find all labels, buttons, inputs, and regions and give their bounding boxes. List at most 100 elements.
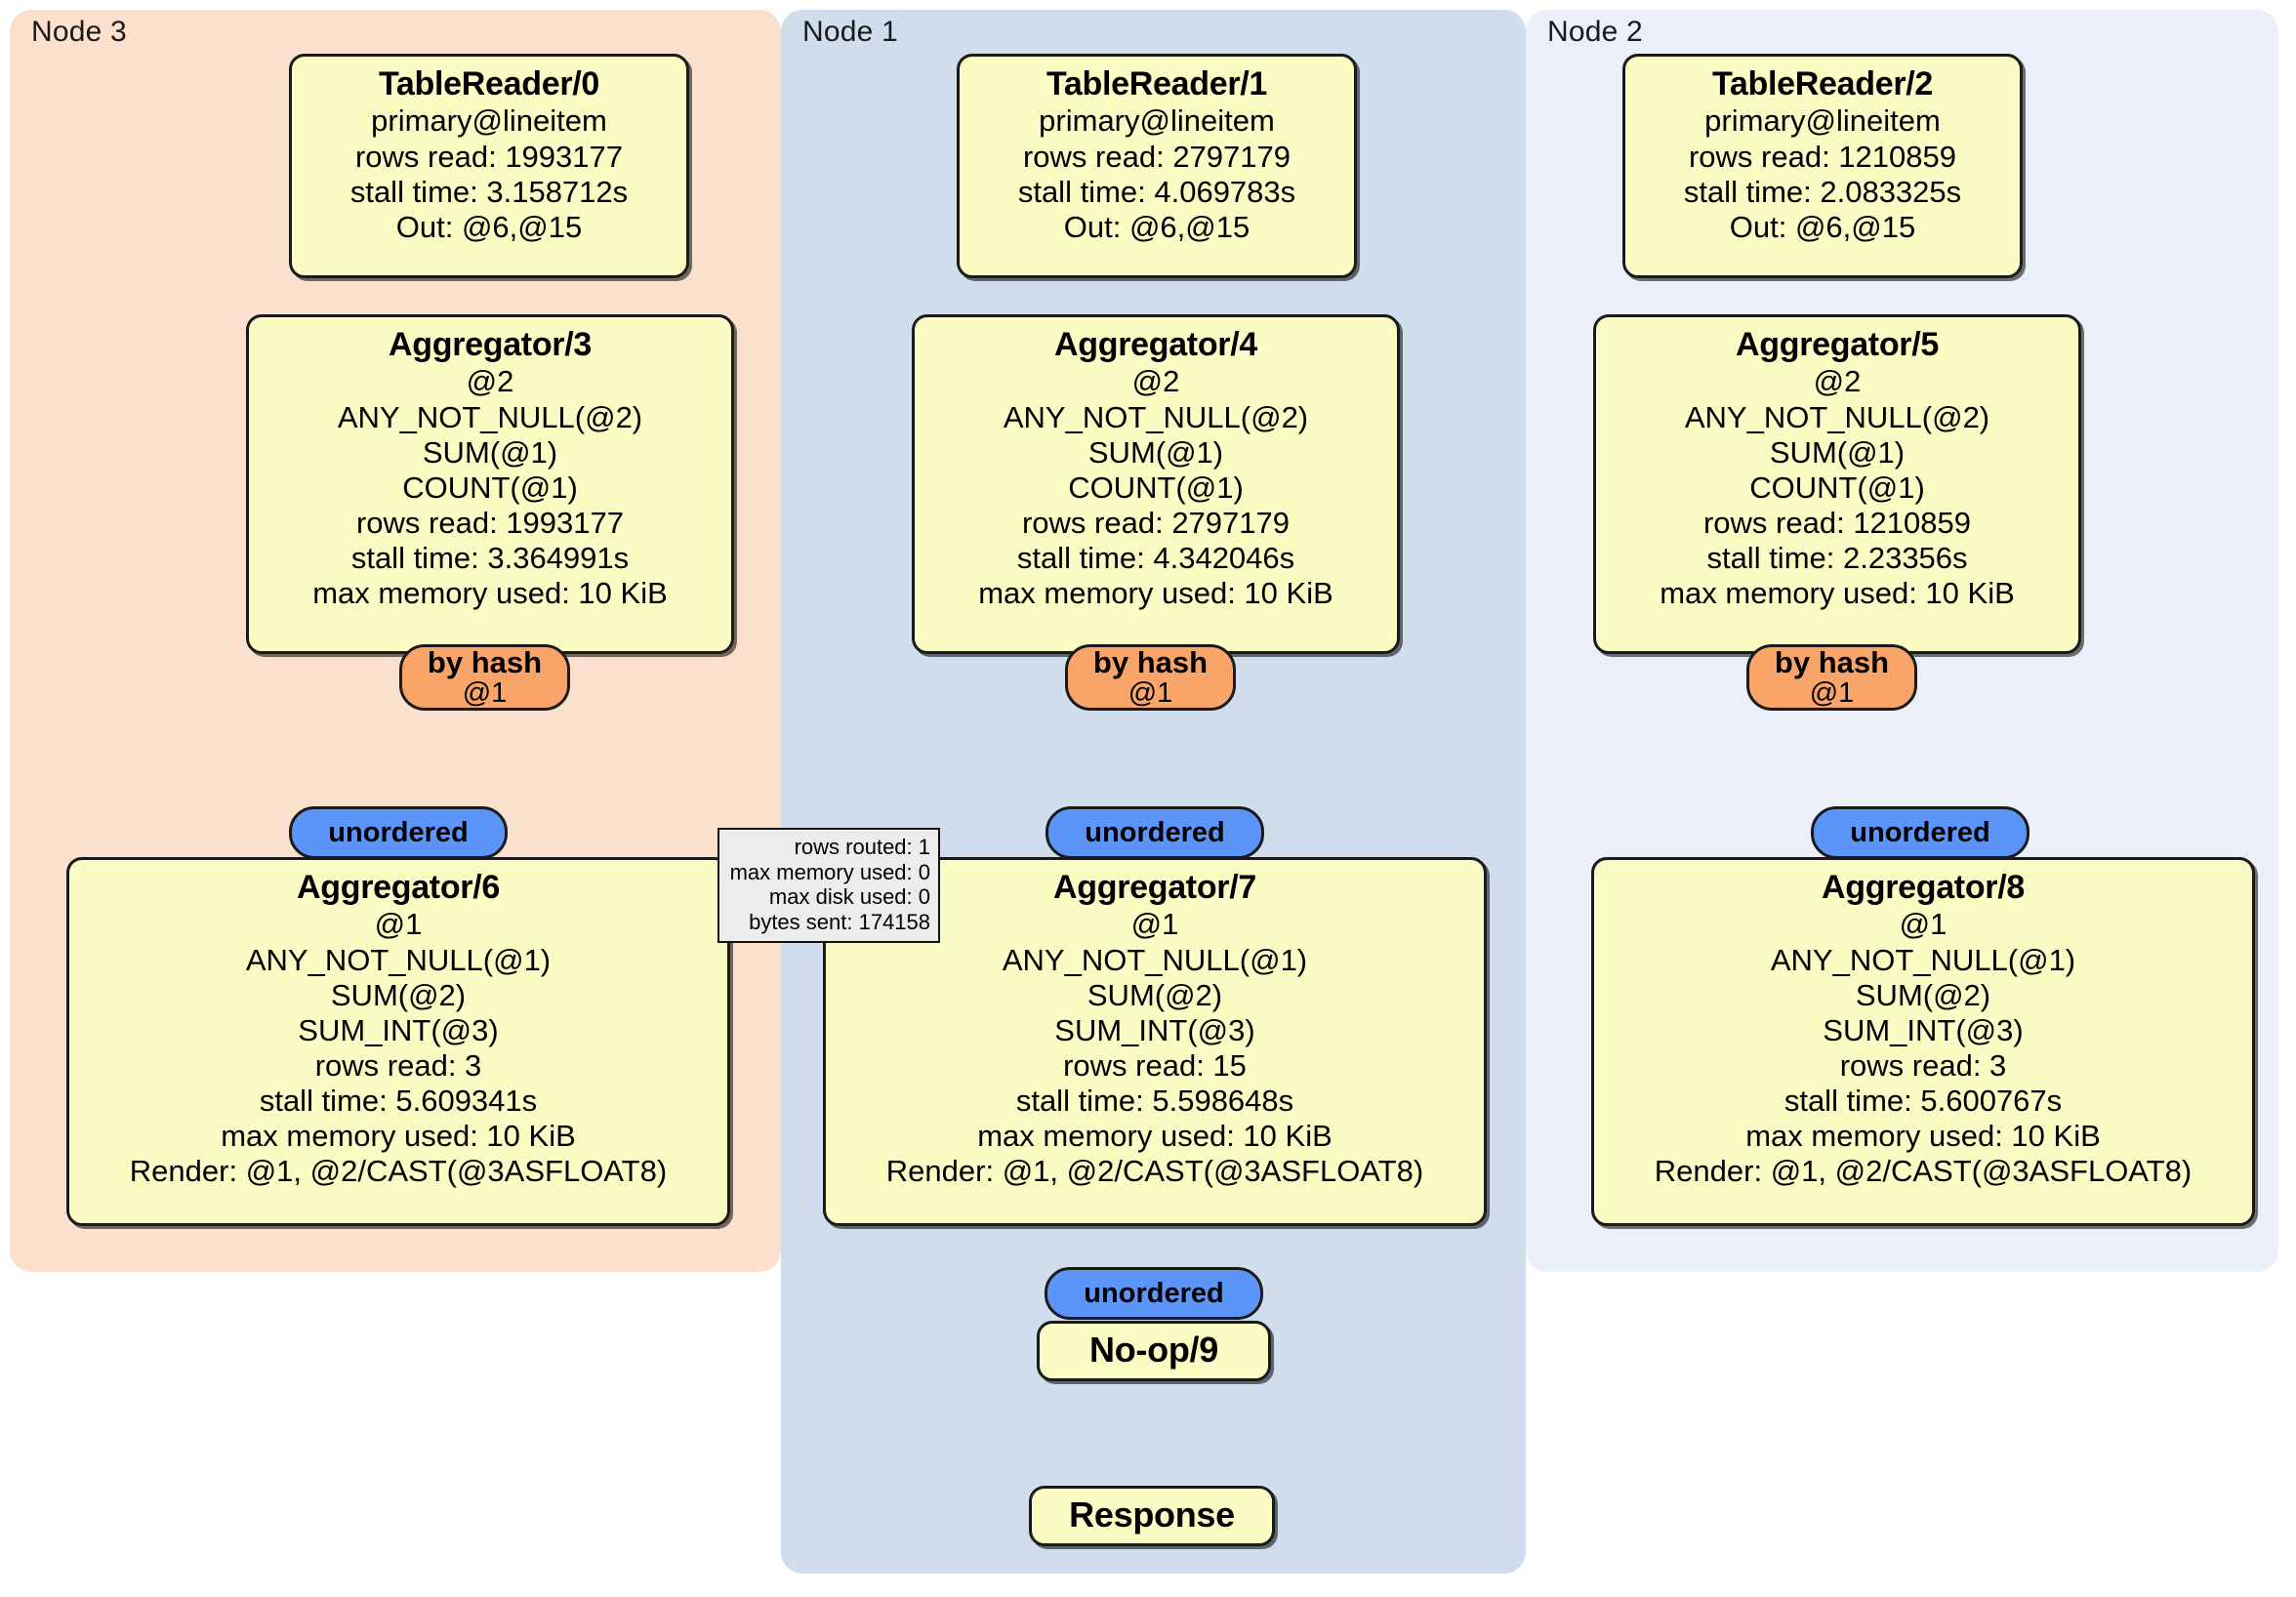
- operator-detail-line: rows read: 3: [314, 1047, 482, 1083]
- operator-detail-line: COUNT(@1): [1749, 470, 1925, 505]
- operator-detail-line: rows read: 1210859: [1702, 505, 1972, 540]
- operator-detail-line: Out: @6,@15: [1729, 209, 1916, 244]
- operator-title: Response: [1069, 1495, 1235, 1536]
- operator-title: TableReader/1: [1046, 65, 1267, 102]
- routing-stats-line: max memory used: 0: [729, 859, 930, 884]
- operator-detail-line: COUNT(@1): [402, 470, 578, 505]
- operator-detail-line: stall time: 5.609341s: [259, 1083, 538, 1118]
- operator-detail-line: rows read: 1210859: [1688, 139, 1957, 174]
- operator-title: No-op/9: [1089, 1330, 1218, 1371]
- operator-detail-line: rows read: 1993177: [355, 505, 625, 540]
- router-label: unordered: [1085, 816, 1225, 848]
- panel-label-node2: Node 2: [1547, 16, 1643, 48]
- router-hash5[interactable]: by hash@1: [1746, 644, 1917, 711]
- operator-detail-line: @2: [1131, 364, 1180, 399]
- panel-label-node1: Node 1: [802, 16, 898, 48]
- operator-title: Aggregator/4: [1054, 326, 1257, 363]
- operator-detail-line: rows read: 2797179: [1021, 505, 1291, 540]
- operator-detail-line: SUM_INT(@3): [1054, 1012, 1255, 1047]
- operator-detail-line: max memory used: 10 KiB: [1745, 1119, 2101, 1154]
- operator-detail-line: stall time: 4.342046s: [1016, 540, 1295, 575]
- operator-title: Aggregator/3: [389, 326, 592, 363]
- router-label: by hash: [1774, 644, 1890, 679]
- operator-title: Aggregator/6: [297, 869, 500, 906]
- router-hash4[interactable]: by hash@1: [1065, 644, 1236, 711]
- operator-detail-line: rows read: 15: [1063, 1047, 1247, 1083]
- operator-detail-line: rows read: 2797179: [1022, 139, 1292, 174]
- routing-stats-line: rows routed: 1: [794, 835, 930, 859]
- operator-detail-line: SUM(@1): [1087, 434, 1224, 470]
- routing-stats-line: bytes sent: 174158: [749, 910, 930, 935]
- operator-detail-line: Render: @1, @2/CAST(@3ASFLOAT8): [1654, 1154, 2193, 1189]
- operator-detail-line: stall time: 5.598648s: [1015, 1083, 1294, 1118]
- operator-detail-line: SUM(@2): [1086, 977, 1223, 1012]
- operator-detail-line: max memory used: 10 KiB: [977, 1119, 1332, 1154]
- panel-label-node3: Node 3: [31, 16, 127, 48]
- router-label: unordered: [1850, 816, 1990, 848]
- operator-detail-line: SUM_INT(@3): [1823, 1012, 2024, 1047]
- operator-detail-line: max memory used: 10 KiB: [1660, 576, 2015, 611]
- operator-detail-line: stall time: 4.069783s: [1017, 174, 1296, 209]
- routing-stats-line: max disk used: 0: [768, 884, 930, 910]
- operator-detail-line: max memory used: 10 KiB: [221, 1119, 576, 1154]
- router-hash3[interactable]: by hash@1: [399, 644, 570, 711]
- operator-detail-line: @2: [466, 364, 514, 399]
- operator-detail-line: @2: [1813, 364, 1862, 399]
- operator-title: TableReader/2: [1711, 65, 1933, 102]
- operator-detail-line: @1: [1130, 907, 1179, 942]
- operator-title: Aggregator/5: [1736, 326, 1939, 363]
- router-label: unordered: [328, 816, 469, 848]
- operator-detail-line: ANY_NOT_NULL(@1): [245, 942, 552, 977]
- operator-detail-line: max memory used: 10 KiB: [978, 576, 1333, 611]
- operator-detail-line: rows read: 1993177: [354, 139, 624, 174]
- operator-detail-line: stall time: 3.158712s: [349, 174, 629, 209]
- operator-detail-line: SUM(@1): [1769, 434, 1906, 470]
- router-unordered9[interactable]: unordered: [1045, 1267, 1263, 1320]
- operator-detail-line: rows read: 3: [1839, 1047, 2007, 1083]
- operator-detail-line: stall time: 2.083325s: [1683, 174, 1962, 209]
- router-unordered7[interactable]: unordered: [1046, 806, 1264, 859]
- operator-detail-line: ANY_NOT_NULL(@2): [1003, 399, 1309, 434]
- operator-box-noop9[interactable]: No-op/9: [1037, 1321, 1271, 1381]
- router-label: by hash: [1092, 644, 1209, 679]
- operator-title: Aggregator/8: [1822, 869, 2025, 906]
- router-unordered8[interactable]: unordered: [1811, 806, 2030, 859]
- operator-title: TableReader/0: [378, 65, 599, 102]
- router-sublabel: @1: [1809, 677, 1855, 710]
- operator-detail-line: Render: @1, @2/CAST(@3ASFLOAT8): [129, 1154, 668, 1189]
- operator-detail-line: stall time: 2.23356s: [1706, 540, 1968, 575]
- router-label: unordered: [1084, 1277, 1224, 1309]
- operator-detail-line: ANY_NOT_NULL(@2): [1684, 399, 1990, 434]
- operator-detail-line: SUM_INT(@3): [298, 1012, 499, 1047]
- operator-detail-line: ANY_NOT_NULL(@1): [1002, 942, 1308, 977]
- operator-detail-line: @1: [374, 907, 423, 942]
- operator-detail-line: Out: @6,@15: [1063, 209, 1250, 244]
- operator-detail-line: SUM(@2): [1855, 977, 1991, 1012]
- router-sublabel: @1: [1128, 677, 1173, 710]
- router-unordered6[interactable]: unordered: [289, 806, 508, 859]
- operator-title: Aggregator/7: [1053, 869, 1256, 906]
- operator-detail-line: Out: @6,@15: [395, 209, 583, 244]
- operator-detail-line: max memory used: 10 KiB: [312, 576, 668, 611]
- operator-detail-line: @1: [1899, 907, 1948, 942]
- operator-detail-line: SUM(@2): [330, 977, 467, 1012]
- operator-detail-line: Render: @1, @2/CAST(@3ASFLOAT8): [885, 1154, 1424, 1189]
- operator-detail-line: primary@lineitem: [1039, 103, 1275, 139]
- operator-detail-line: ANY_NOT_NULL(@2): [337, 399, 643, 434]
- operator-detail-line: primary@lineitem: [371, 103, 607, 139]
- operator-detail-line: stall time: 3.364991s: [350, 540, 630, 575]
- operator-detail-line: COUNT(@1): [1068, 470, 1244, 505]
- operator-detail-line: SUM(@1): [422, 434, 558, 470]
- router-sublabel: @1: [462, 677, 508, 710]
- operator-box-response[interactable]: Response: [1029, 1486, 1275, 1546]
